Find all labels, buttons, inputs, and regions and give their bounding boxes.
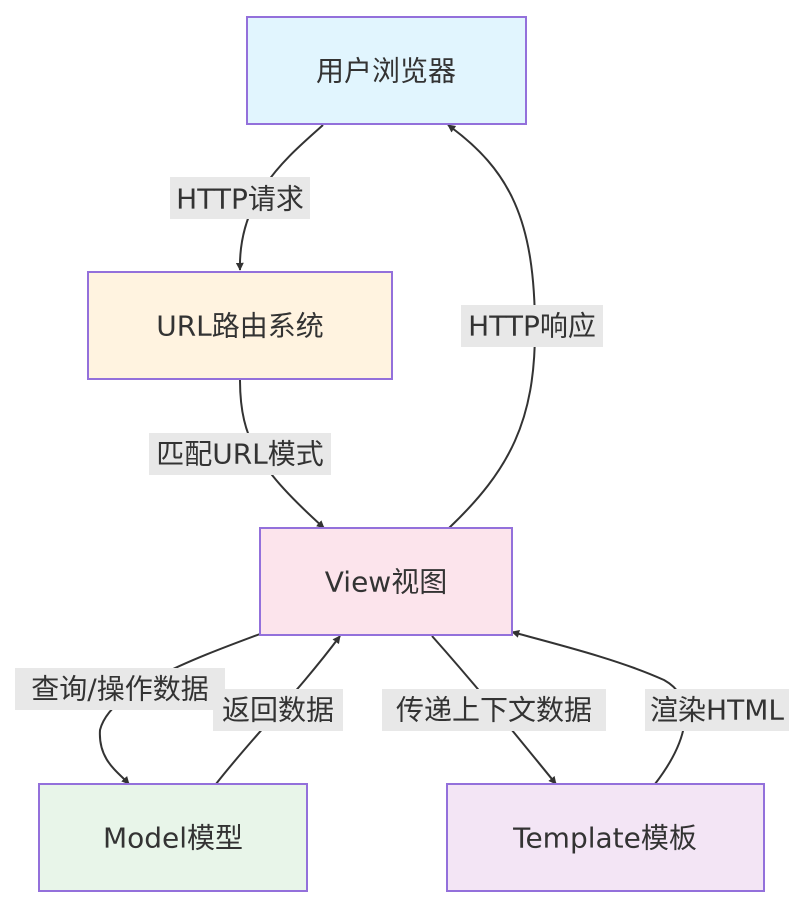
label-http-request: HTTP请求	[170, 177, 310, 219]
svg-text:渲染HTML: 渲染HTML	[650, 694, 784, 727]
label-return-data: 返回数据	[213, 689, 343, 731]
svg-text:HTTP请求: HTTP请求	[176, 183, 304, 216]
node-url-router: URL路由系统	[87, 271, 393, 380]
edge-render-html	[511, 630, 687, 785]
svg-text:Model模型: Model模型	[103, 822, 243, 855]
svg-text:URL路由系统: URL路由系统	[156, 310, 324, 343]
label-match-url: 匹配URL模式	[149, 433, 331, 475]
node-model: Model模型	[38, 783, 308, 892]
svg-text:返回数据: 返回数据	[222, 694, 334, 727]
node-view: View视图	[259, 527, 513, 636]
svg-text:用户浏览器: 用户浏览器	[316, 55, 456, 88]
edge-query-data	[98, 633, 261, 785]
label-http-response: HTTP响应	[461, 305, 603, 347]
edge-labels: HTTP请求 匹配URL模式 HTTP响应 查询/操作数据 返回数据 传递上下文…	[15, 177, 789, 731]
svg-text:传递上下文数据: 传递上下文数据	[396, 694, 592, 727]
label-render-html: 渲染HTML	[645, 689, 789, 731]
node-browser: 用户浏览器	[246, 16, 527, 125]
label-context-data: 传递上下文数据	[382, 689, 606, 731]
node-template: Template模板	[446, 783, 765, 892]
label-query-data: 查询/操作数据	[15, 668, 225, 710]
svg-text:查询/操作数据: 查询/操作数据	[31, 673, 208, 706]
svg-text:HTTP响应: HTTP响应	[468, 310, 596, 343]
svg-text:Template模板: Template模板	[512, 822, 697, 855]
svg-text:View视图: View视图	[325, 566, 447, 599]
svg-text:匹配URL模式: 匹配URL模式	[156, 438, 324, 471]
